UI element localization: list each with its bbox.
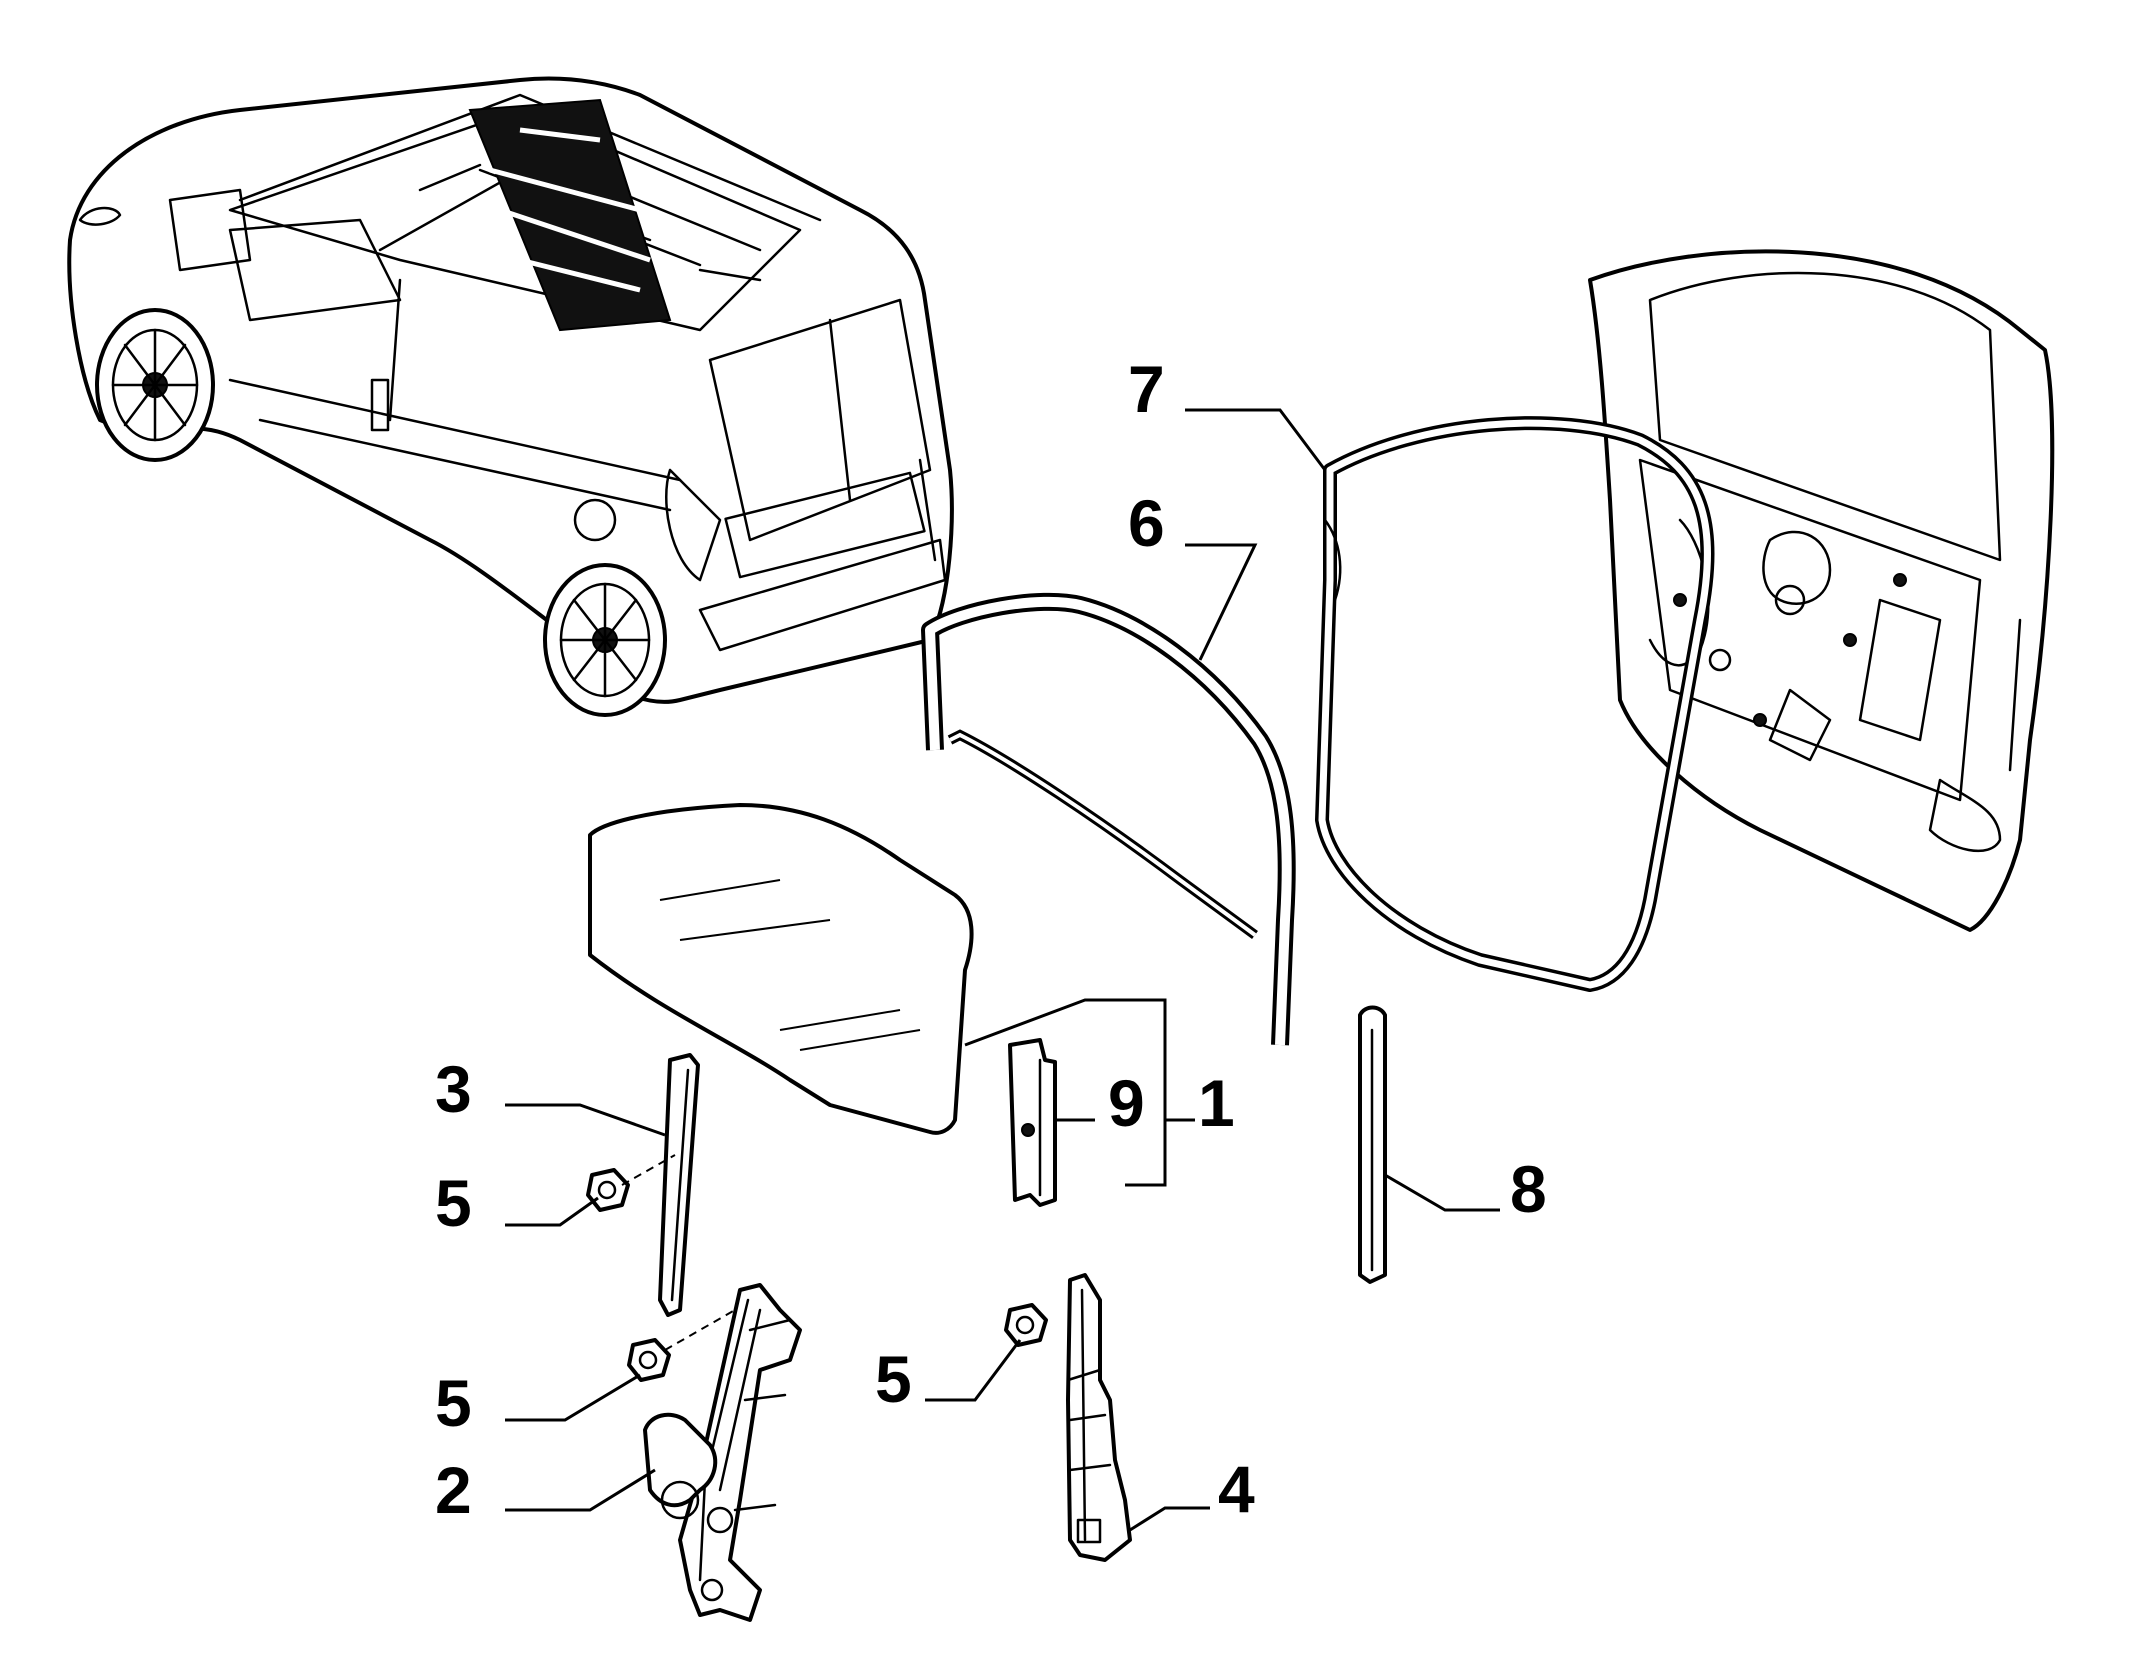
window-regulator-with-motor xyxy=(643,1283,802,1622)
callout-9: 9 xyxy=(1108,1066,1145,1140)
callout-6: 6 xyxy=(1128,486,1165,560)
van-illustration xyxy=(67,76,954,717)
rear-window-guide xyxy=(658,1053,700,1317)
callout-7: 7 xyxy=(1128,352,1165,426)
front-window-guide xyxy=(1358,1005,1387,1284)
leader-lines xyxy=(505,408,1500,1532)
hex-nut-a xyxy=(586,1168,630,1212)
hex-nut-c xyxy=(1004,1303,1048,1347)
window-run-channel-seal xyxy=(921,592,1296,1046)
front-door-shell xyxy=(1588,249,2055,932)
callout-1: 1 xyxy=(1198,1066,1235,1140)
hex-nut-b xyxy=(627,1338,671,1382)
callout-3: 3 xyxy=(435,1052,472,1126)
callout-4: 4 xyxy=(1218,1452,1255,1526)
door-window-glass xyxy=(588,803,974,1135)
callout-5-upper: 5 xyxy=(435,1166,472,1240)
callout-2: 2 xyxy=(435,1453,472,1527)
front-wheel xyxy=(95,308,215,462)
door-weatherstrip-seal xyxy=(1315,416,1715,992)
glass-channel-bracket xyxy=(1008,1038,1057,1207)
rear-channel-bracket xyxy=(1066,1273,1132,1562)
callout-5-lower: 5 xyxy=(435,1366,472,1440)
rear-wheel xyxy=(543,563,667,717)
callout-8: 8 xyxy=(1510,1152,1547,1226)
callout-5-middle: 5 xyxy=(875,1342,912,1416)
